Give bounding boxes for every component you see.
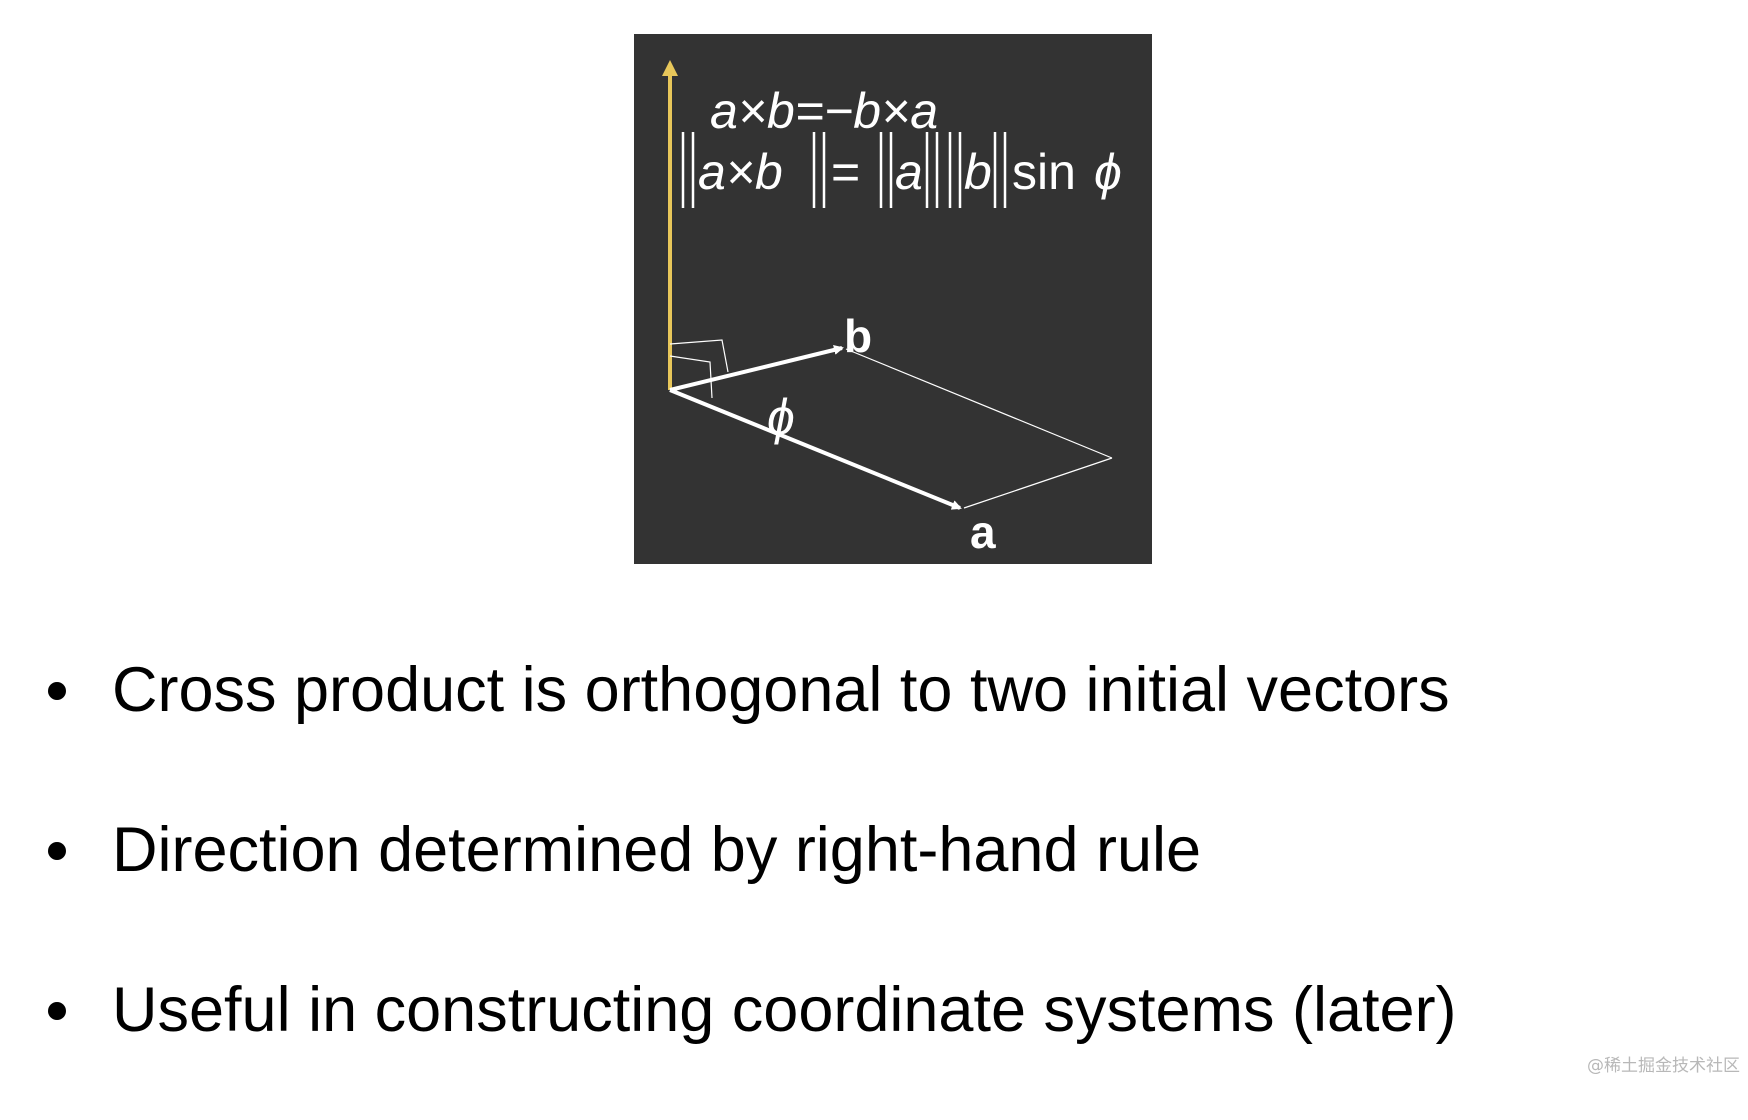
equation-magnitude-phi: ϕ xyxy=(1094,144,1122,200)
bullet-text: Useful in constructing coordinate system… xyxy=(112,975,1457,1045)
cross-product-figure: b a ϕ a×b=−b×a a×b = a b sin ϕ xyxy=(634,34,1152,564)
cross-product-diagram: b a ϕ a×b=−b×a a×b = a b sin ϕ xyxy=(662,60,1122,558)
label-b: b xyxy=(844,310,872,362)
equation-magnitude-sin: sin xyxy=(1012,144,1076,200)
label-a: a xyxy=(970,506,996,558)
cross-product-arrowhead xyxy=(662,60,678,76)
equation-magnitude: a×b = a b sin ϕ xyxy=(681,132,1122,208)
bullet-text: Cross product is orthogonal to two initi… xyxy=(112,655,1450,725)
parallelogram-edge-top xyxy=(845,348,1113,459)
right-angle-marker-a xyxy=(669,355,713,399)
equation-magnitude-a: a xyxy=(895,144,923,200)
bullet-text: Direction determined by right-hand rule xyxy=(112,815,1202,885)
equation-magnitude-lhs: a×b xyxy=(698,144,783,200)
right-angle-marker-b xyxy=(669,339,729,373)
vector-a xyxy=(669,388,962,510)
parallelogram-edge-right xyxy=(963,457,1113,509)
bullet-dot xyxy=(48,1002,66,1020)
bullet-dot xyxy=(48,682,66,700)
bullet-dot xyxy=(48,842,66,860)
angle-phi-label: ϕ xyxy=(767,389,795,445)
equation-magnitude-b: b xyxy=(964,144,992,200)
vector-b xyxy=(669,345,844,392)
watermark: @稀土掘金技术社区 xyxy=(1587,1056,1740,1076)
equation-magnitude-equals: = xyxy=(831,144,860,200)
equation-anticommutative: a×b=−b×a xyxy=(710,83,938,139)
